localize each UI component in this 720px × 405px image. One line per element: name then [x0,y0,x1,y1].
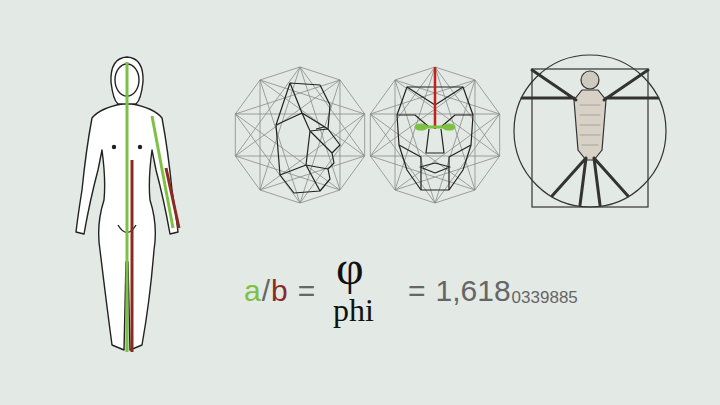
phi-word: phi [333,294,374,326]
front-face [397,67,473,190]
eye [443,124,455,130]
star-line [235,156,260,190]
star-line [395,80,435,203]
star-line [395,190,435,203]
star-line [260,67,300,80]
star-line [499,114,500,156]
star-line [395,80,396,190]
star-line [260,80,261,190]
star-line [370,80,475,156]
vitruvian-circle [514,55,666,207]
star-line [260,80,300,203]
star-line [395,67,435,80]
star-line [235,114,340,190]
star-line [474,80,475,190]
breast [139,146,142,149]
star-line [370,67,435,156]
formula-operator: / [262,276,270,306]
formula-variable: b [271,276,288,306]
star-line [364,114,365,156]
star-line [340,80,365,114]
vitruvian-man [514,55,666,207]
star-line [339,80,340,190]
breast [113,146,116,149]
star-line [235,67,300,156]
star-line [475,156,500,190]
formula-variable: a [244,276,261,306]
star-pattern [235,67,364,203]
star-line [235,80,340,114]
shading [580,105,600,145]
star-line [260,156,365,190]
star-line [235,114,300,203]
ratio-line-b [131,160,134,352]
star-line [370,156,395,190]
ratio-line-b [434,67,437,129]
star-line [435,190,475,203]
star-pattern [370,67,499,203]
formula-operator: = [298,276,316,306]
star-line [475,80,500,114]
star-line [435,67,500,156]
star-line [370,156,499,157]
face-outline [276,83,340,193]
face-facet [276,83,332,191]
phi-symbol: φ [336,244,364,292]
star-line [395,67,435,190]
formula-operator: = [408,276,426,306]
star-line [300,67,365,156]
star-line [370,156,475,190]
star-line [235,80,260,114]
vitruvian-square [532,69,648,207]
star-line [300,67,340,80]
star-line [340,156,365,190]
star-line [235,114,236,156]
star-line [370,80,395,114]
star-line [435,67,475,80]
star-line [395,156,500,190]
star-line [370,114,371,156]
head [581,71,599,89]
profile-face [276,83,340,193]
star-line [395,80,500,156]
star-line [235,156,364,157]
star-line [260,80,365,156]
star-line [300,114,365,203]
star-line [435,67,475,190]
ratio-value: 1,618 [436,276,511,306]
arms [522,70,658,100]
eye [415,124,427,130]
star-line [435,80,475,203]
ratio-line-a [152,116,173,228]
ratio-decimals: 0339885 [512,289,578,306]
torso [574,90,606,160]
star-line [260,190,300,203]
legs [552,158,628,205]
ratio-line-a [126,62,129,352]
